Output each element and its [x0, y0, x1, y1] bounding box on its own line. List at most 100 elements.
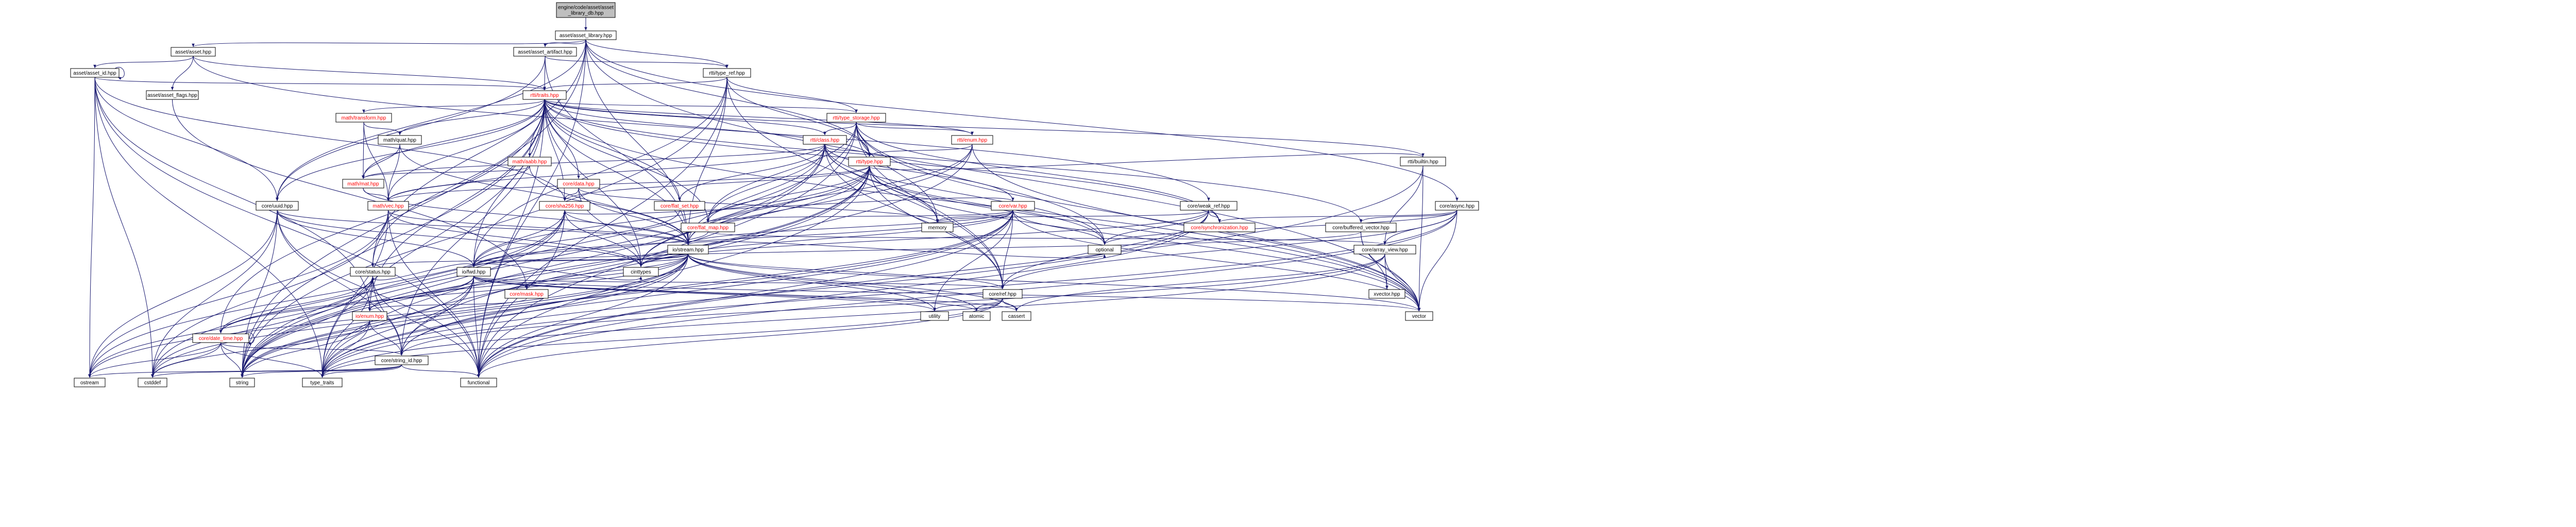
node-core-flat-map[interactable]: core/flat_map.hpp [681, 223, 735, 232]
node-utility[interactable]: utility [920, 311, 949, 321]
node-ostream[interactable]: ostream [74, 378, 106, 387]
node-math-mat[interactable]: math/mat.hpp [342, 179, 384, 189]
node-string[interactable]: string [229, 378, 255, 387]
node-core-status[interactable]: core/status.hpp [350, 267, 396, 277]
node-core-mask[interactable]: core/mask.hpp [504, 289, 549, 299]
node-math-transform[interactable]: math/transform.hpp [335, 113, 392, 123]
node-core-async[interactable]: core/async.hpp [1435, 201, 1479, 211]
edge-io_stream-to-atomic [688, 253, 978, 312]
edge-io_fwd-to-cinttypes [473, 263, 642, 281]
node-cinttypes[interactable]: cinttypes [623, 267, 659, 277]
node-box [848, 157, 891, 166]
node-xvector[interactable]: xvector.hpp [1368, 289, 1405, 299]
edge-core_weak_ref-to-memory [936, 210, 1209, 223]
node-label: vector [1412, 314, 1427, 319]
edge-asset_artifact-to-rtti_type_ref [545, 56, 728, 69]
node-rtti-class[interactable]: rtti/class.hpp [803, 135, 847, 145]
edge-rtti_enum-to-rtti_type [868, 144, 973, 157]
edge-core_sha256-to-ostream [88, 210, 565, 378]
edge-asset_library-to-core_uuid [276, 39, 586, 201]
node-memory[interactable]: memory [921, 223, 954, 232]
node-core-uuid[interactable]: core/uuid.hpp [256, 201, 299, 211]
node-asset-library[interactable]: asset/asset_library.hpp [555, 30, 617, 40]
node-math-vec[interactable]: math/vec.hpp [367, 201, 409, 211]
node-rtti-type[interactable]: rtti/type.hpp [848, 157, 891, 166]
node-vector[interactable]: vector [1405, 311, 1433, 321]
edge-rtti_type_storage-to-core_flat_map [706, 122, 857, 223]
edge-rtti_type_storage-to-core_ref [856, 122, 1004, 290]
edge-rtti_enum-to-cinttypes [639, 144, 973, 267]
edge-rtti_traits-to-core_string_id [400, 99, 545, 356]
edge-rtti_type_ref-to-functional [477, 77, 727, 378]
node-core-string-id[interactable]: core/string_id.hpp [375, 355, 429, 365]
node-math-quat[interactable]: math/quat.hpp [378, 135, 422, 145]
node-rtti-type-storage[interactable]: rtti/type_storage.hpp [826, 113, 886, 123]
edge-core_var-to-memory [936, 210, 1013, 223]
node-label: core/synchronization.hpp [1191, 225, 1248, 231]
node-asset[interactable]: asset/asset.hpp [171, 47, 216, 57]
node-label: core/weak_ref.hpp [1188, 203, 1230, 209]
node-label: memory [928, 225, 946, 231]
edge-rtti_class-to-type_traits [320, 144, 825, 378]
edge-rtti_type-to-math_vec [386, 165, 870, 201]
node-box [507, 157, 552, 166]
node-core-ref[interactable]: core/ref.hpp [982, 289, 1023, 299]
node-cstddef[interactable]: cstddef [138, 378, 167, 387]
edge-io_stream-to-functional [477, 253, 688, 378]
edge-rtti_type_ref-to-rtti_traits [543, 77, 727, 91]
edge-rtti_class-to-core_var [824, 144, 1014, 201]
node-math-aabb[interactable]: math/aabb.hpp [507, 157, 552, 166]
node-rtti-type-ref[interactable]: rtti/type_ref.hpp [703, 68, 751, 78]
edge-asset-to-rtti_traits [193, 56, 546, 91]
edge-rtti_traits-to-core_flat_set [544, 99, 681, 201]
edge-core_weak_ref-to-type_traits [320, 210, 1209, 378]
node-rtti-traits[interactable]: rtti/traits.hpp [522, 90, 567, 100]
node-io-enum[interactable]: io/enum.hpp [352, 311, 387, 321]
node-box [1435, 201, 1479, 211]
node-core-var[interactable]: core/var.hpp [991, 201, 1035, 211]
node-rtti-enum[interactable]: rtti/enum.hpp [951, 135, 993, 145]
edge-rtti_traits-to-math_transform [362, 99, 545, 113]
node-box [681, 223, 735, 232]
edge-io_stream-to-core_status [371, 253, 688, 267]
node-functional[interactable]: functional [460, 378, 497, 387]
node-label: math/vec.hpp [372, 203, 403, 209]
edge-core_weak_ref-to-cinttypes [639, 210, 1209, 267]
node-cassert[interactable]: cassert [1002, 311, 1031, 321]
edge-rtti_traits-to-functional [477, 99, 545, 378]
node-core-flat-set[interactable]: core/flat_set.hpp [654, 201, 705, 211]
node-core-weak-ref[interactable]: core/weak_ref.hpp [1180, 201, 1238, 211]
edge-rtti_traits-to-rtti_builtin [544, 99, 1425, 157]
node-type-traits[interactable]: type_traits [302, 378, 343, 387]
node-label: core/sha256.hpp [546, 203, 584, 209]
edge-asset-to-asset_id [93, 56, 194, 69]
edge-asset_library-to-asset [192, 39, 586, 47]
node-label: math/aabb.hpp [513, 159, 547, 165]
node-io-stream[interactable]: io/stream.hpp [667, 245, 709, 254]
node-core-synchronization[interactable]: core/synchronization.hpp [1183, 223, 1256, 232]
node-core-array-view[interactable]: core/array_view.hpp [1353, 245, 1416, 254]
edge-asset_library-to-asset_artifact [544, 39, 586, 47]
node-io-fwd[interactable]: io/fwd.hpp [456, 267, 491, 277]
node-box [921, 223, 954, 232]
node-asset-artifact[interactable]: asset/asset_artifact.hpp [513, 47, 577, 57]
node-core-data[interactable]: core/data.hpp [557, 179, 600, 189]
edge-core_array_view-to-type_traits [320, 253, 1385, 378]
edge-io_fwd-to-core_status [371, 263, 474, 281]
node-box [826, 113, 886, 123]
node-asset-flags[interactable]: asset/asset_flags.hpp [146, 90, 199, 100]
node-core-date-time[interactable]: core/date_time.hpp [192, 333, 249, 343]
node-rtti-builtin[interactable]: rtti/builtin.hpp [1400, 157, 1446, 166]
node-label: string [236, 380, 248, 386]
node-label: core/async.hpp [1439, 203, 1475, 209]
edge-core_uuid-to-core_string_id [277, 210, 403, 356]
node-core-buffered-vector[interactable]: core/buffered_vector.hpp [1325, 223, 1397, 232]
edge-core_var-to-io_stream [686, 210, 1013, 245]
node-optional[interactable]: optional [1088, 245, 1122, 254]
node-box [1180, 201, 1238, 211]
edge-asset_artifact-to-io_stream [545, 56, 690, 245]
node-atomic[interactable]: atomic [962, 311, 991, 321]
node-core-sha256[interactable]: core/sha256.hpp [539, 201, 590, 211]
edge-io_fwd-to-core_ref [473, 276, 1004, 290]
node-asset-id[interactable]: asset/asset_id.hpp [70, 68, 120, 78]
